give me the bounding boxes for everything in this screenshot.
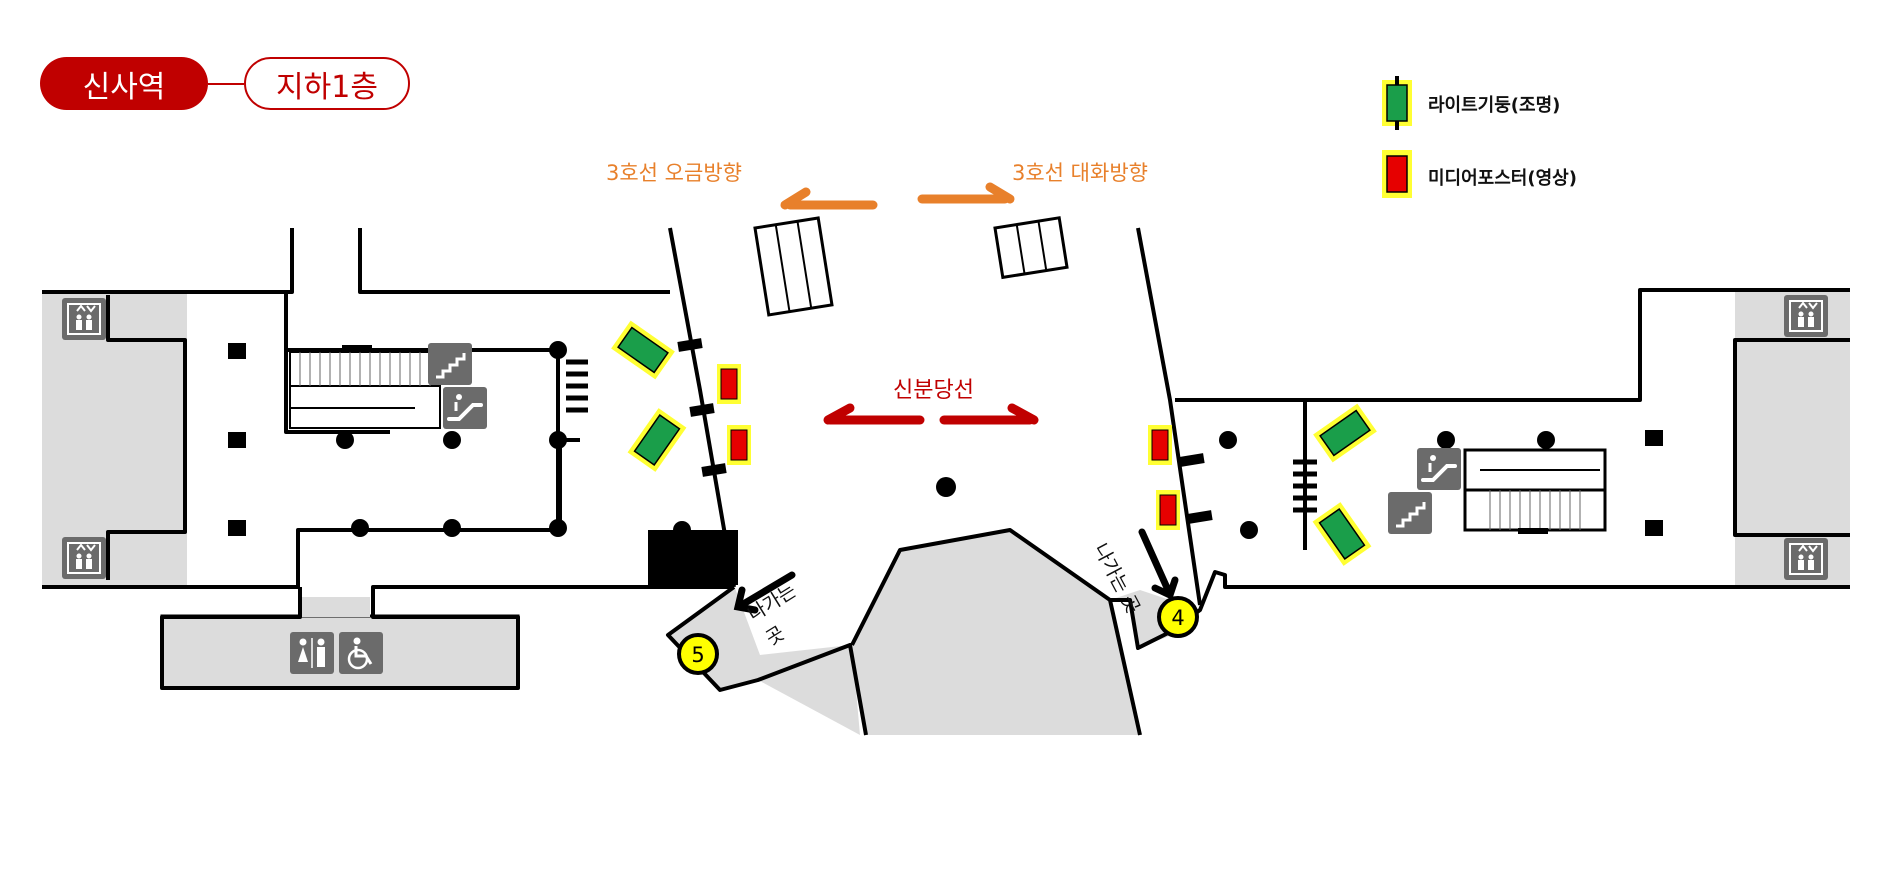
wall-left-lower-box [296,438,580,587]
wall-center-right [1136,227,1202,606]
wall-right-inner [1733,338,1850,537]
black-block [648,530,738,585]
arrow-sinbundang-left [823,403,925,425]
floor-label: 지하1층 [276,69,378,105]
exit-5-passage [668,588,860,735]
media-poster-icon [717,364,741,404]
arrow-ogeum [780,187,878,210]
wall-left-stair-box [284,292,390,434]
elevator-icon[interactable] [1784,538,1828,580]
stairs-icon[interactable] [1388,492,1432,534]
direction-label-ogeum: 3호선 오금방향 [606,161,742,185]
exit-4-marker[interactable]: 4 [1157,596,1199,638]
escalator-icon[interactable] [1417,448,1461,490]
media-poster-icon [1156,490,1180,530]
center-bottom-block [852,530,1140,735]
wall-right-outer [1175,288,1850,402]
escalator-icon[interactable] [443,387,487,429]
light-pillar-icon [611,320,675,380]
direction-label-daehwa: 3호선 대화방향 [1012,161,1148,185]
left-escalator-steps [299,352,431,386]
arrow-daehwa [917,182,1015,204]
arrow-sinbundang-right [939,403,1039,425]
line-label-sinbundang: 신분당선 [893,378,974,403]
stairs-right-top [993,216,1069,280]
exit-5-arrow [733,571,796,614]
wheelchair-icon[interactable] [339,632,383,674]
wall-exit5 [666,585,868,736]
exit-5-marker[interactable]: 5 [677,633,719,675]
columns [228,341,1663,585]
media-poster-icon [1148,425,1172,465]
light-pillar-icon [1312,502,1372,566]
wall-center-left [668,227,736,588]
legend-light-pillar-label: 라이트기둥(조명) [1428,95,1561,116]
wall-left-corridor [358,228,670,294]
stairs-left-top [753,216,834,317]
exit-4-arrow [1138,528,1179,600]
wall-exit4 [1110,570,1850,650]
station-name-badge: 신사역 [40,57,208,110]
platform-stairs [753,216,1069,317]
badge-connector [208,83,244,85]
light-pillars [611,320,1377,566]
elevator-icon[interactable] [1784,295,1828,337]
floor-badge: 지하1층 [244,57,410,110]
exit-5-number: 5 [691,643,704,667]
wall-left-outer [42,228,294,294]
station-name: 신사역 [82,69,166,105]
fare-gates [556,338,1317,550]
elevator-icon[interactable] [62,298,106,340]
legend-media-poster-label: 미디어포스터(영상) [1428,168,1577,189]
exit-arrows [733,528,1179,614]
restroom-icon[interactable] [290,632,334,674]
right-escalator-bank [1463,448,1607,534]
legend-media-poster-icon [1382,150,1412,198]
right-escalator-steps [1489,490,1581,530]
direction-arrows [780,182,1039,425]
light-pillar-icon [1313,403,1377,463]
legend-light-pillar-icon [1382,76,1412,130]
media-posters [717,364,1180,530]
left-escalator-bank [289,345,441,429]
wall-left-bottom-2 [160,585,734,690]
wall-left-inner [106,295,187,580]
corridor-gray-left [300,597,370,617]
stairs-icon[interactable] [428,343,472,385]
media-poster-icon [727,425,751,465]
exit-4-number: 4 [1171,606,1184,630]
wall-center-block [850,528,1142,736]
elevator-icon[interactable] [62,537,106,579]
light-pillar-icon [627,408,687,472]
